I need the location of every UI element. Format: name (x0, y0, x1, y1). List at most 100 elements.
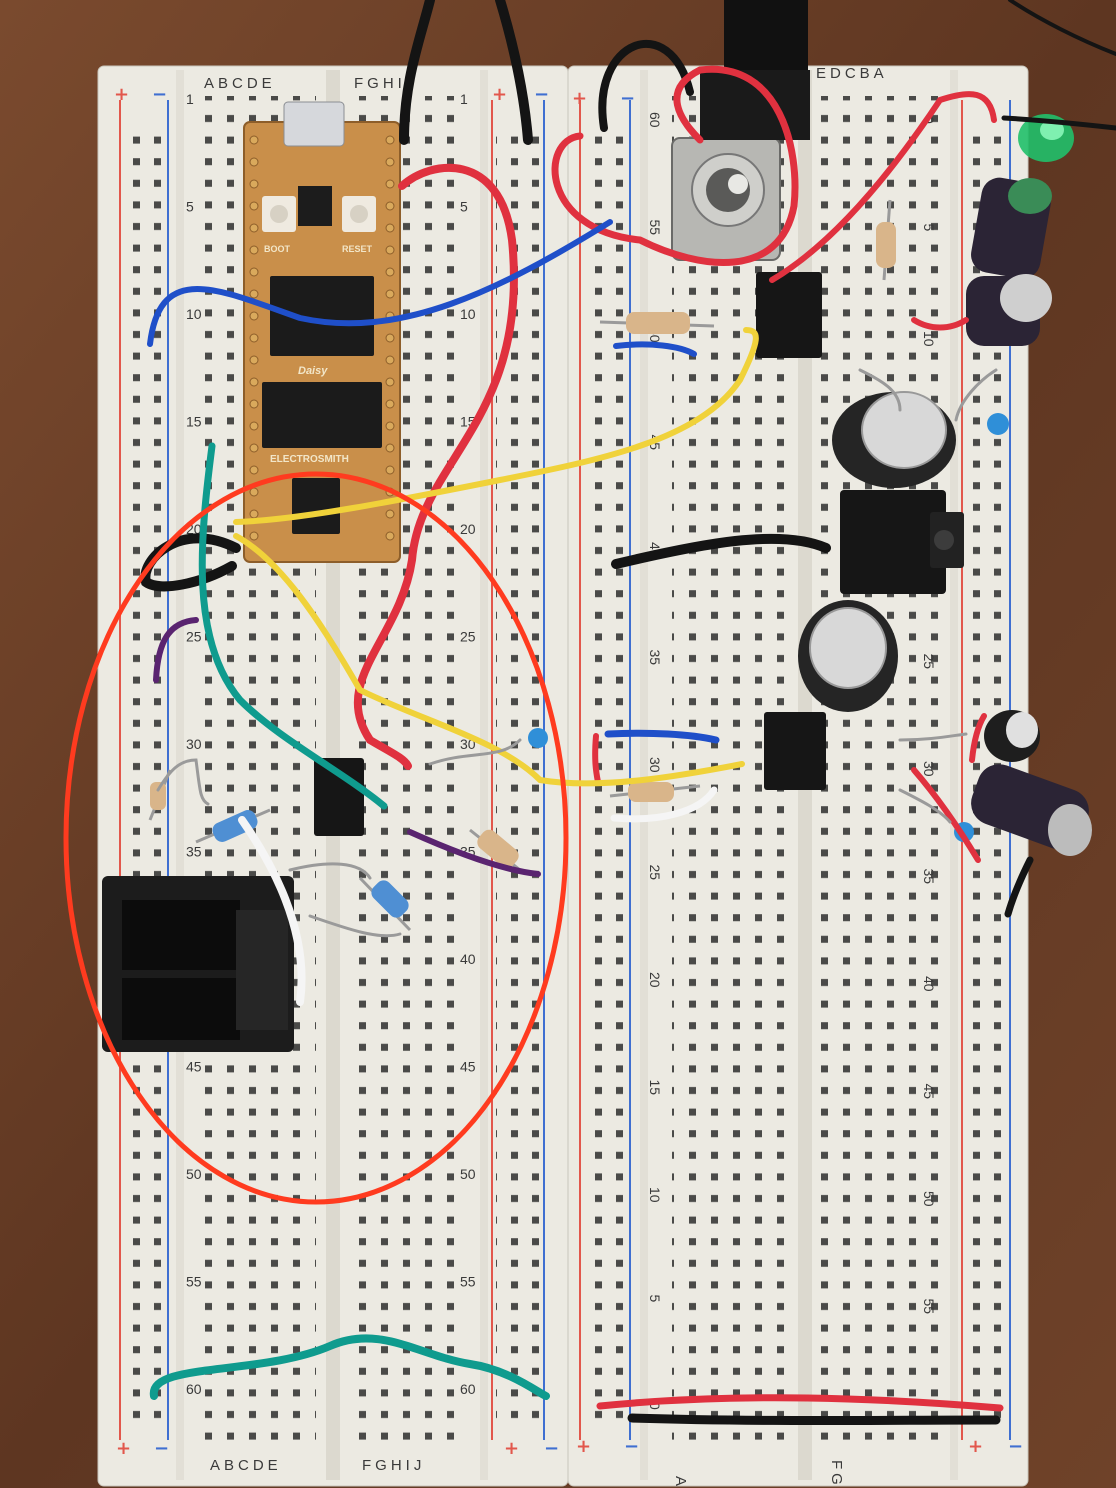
minus-symbol: − (624, 1436, 639, 1457)
ic-chip-left (314, 758, 364, 836)
black-wire (1004, 856, 1034, 918)
yellow-wire (233, 533, 745, 787)
audio-jack (840, 490, 964, 594)
toggle-switch (671, 137, 781, 261)
row-number-label: 25 (460, 629, 476, 645)
blue-wire (604, 729, 720, 744)
teal-wire (198, 442, 388, 810)
red-wire (551, 65, 799, 266)
col-labels-fghij-top: FGHIJ (354, 75, 417, 92)
row-number-label: 1 (186, 91, 194, 107)
row-number-label: 60 (647, 112, 663, 128)
capacitor-large-1 (832, 391, 956, 488)
row-number-label: 50 (921, 1191, 937, 1207)
row-number-label: 15 (186, 414, 202, 430)
row-number-label: 10 (186, 306, 202, 322)
row-number-label: 45 (921, 1084, 937, 1100)
wires (140, 0, 1116, 1425)
black-wire (627, 1413, 1001, 1425)
row-number-label: 10 (647, 1187, 663, 1203)
plus-symbol: + (114, 84, 129, 105)
white-wire (610, 786, 718, 823)
black-wire (598, 39, 694, 132)
col-labels-fghij-bottom-right: FGHIJ (828, 1460, 845, 1488)
capacitor-large-2 (798, 600, 898, 712)
capacitor-small-3 (984, 710, 1040, 762)
row-number-label: 35 (186, 844, 202, 860)
usb-connector (283, 101, 345, 147)
row-number-label: 5 (460, 199, 468, 215)
row-number-label: 45 (460, 1059, 476, 1075)
red-wire (596, 1394, 1004, 1412)
highlight-ellipse (63, 471, 569, 1205)
row-number-label: 0 (647, 1402, 663, 1410)
purple-wire (153, 617, 199, 683)
col-labels-edcba-top: EDCBA (816, 65, 888, 82)
row-number-label: 25 (921, 654, 937, 670)
black-wire (1008, 0, 1116, 56)
col-labels-abcde-bottom-right: ABCDE (672, 1476, 689, 1488)
resistors (148, 199, 896, 932)
plus-symbol: + (572, 88, 587, 109)
ic-chips (314, 272, 826, 836)
small-chip (298, 186, 332, 226)
row-number-label: 50 (460, 1166, 476, 1182)
black-wire (495, 0, 533, 145)
minus-symbol: − (544, 1438, 559, 1459)
red-wire (592, 733, 601, 785)
resistor (195, 808, 271, 844)
memory-chip (262, 382, 382, 448)
row-number-label: 40 (921, 976, 937, 992)
row-number-label: 55 (921, 1299, 937, 1315)
black-wire (140, 533, 241, 592)
codec-chip (292, 478, 340, 534)
green-led (1018, 114, 1074, 162)
resistor (469, 828, 521, 872)
red-wire (911, 767, 981, 863)
row-number-label: 40 (460, 951, 476, 967)
red-wire (769, 91, 997, 283)
col-labels-abcde-bottom: ABCDE (210, 1457, 282, 1474)
electrolytic-capacitors (798, 177, 1092, 856)
row-number-label: 30 (647, 757, 663, 773)
reset-label: RESET (342, 244, 373, 254)
row-number-label: 5 (186, 199, 194, 215)
row-number-label: 60 (460, 1381, 476, 1397)
row-number-label: 30 (921, 761, 937, 777)
resistor (358, 876, 412, 932)
ic-chip-mid-right (764, 712, 826, 790)
daisy-name-label: Daisy (298, 365, 328, 377)
col-labels-abcde-top: ABCDE (204, 75, 276, 92)
plus-symbol: + (504, 1438, 519, 1459)
row-number-label: 55 (460, 1274, 476, 1290)
red-wire (969, 713, 987, 763)
row-number-label: 30 (186, 736, 202, 752)
row-number-label: 55 (186, 1274, 202, 1290)
row-number-label: 35 (647, 650, 663, 666)
blue-wire (147, 219, 613, 347)
row-number-label: 1 (460, 91, 468, 107)
rail-holes-left (122, 130, 166, 1430)
midi-din-connector (102, 876, 294, 1052)
row-number-label: 45 (186, 1059, 202, 1075)
black-wire (399, 0, 435, 145)
row-number-label: 5 (921, 224, 937, 232)
row-number-label: 55 (647, 220, 663, 236)
mcu-chip (270, 276, 374, 356)
rail-holes-mid (496, 130, 540, 1430)
electrosmith-brand: ELECTROSMITH (270, 454, 349, 465)
plus-symbol: + (576, 1436, 591, 1457)
resistor (609, 782, 701, 802)
resistor (599, 312, 715, 334)
row-number-label: 15 (647, 1080, 663, 1096)
black-wire (611, 533, 831, 569)
col-labels-fghij-bottom: FGHIJ (362, 1457, 425, 1474)
row-number-label: 25 (647, 865, 663, 881)
red-wire (353, 163, 518, 770)
row-number-label: 50 (186, 1166, 202, 1182)
capacitor-small-1 (971, 177, 1052, 279)
boot-label: BOOT (264, 244, 291, 254)
row-number-label: 10 (460, 306, 476, 322)
blue-wire (613, 341, 697, 357)
minus-symbol: − (1008, 1436, 1023, 1457)
